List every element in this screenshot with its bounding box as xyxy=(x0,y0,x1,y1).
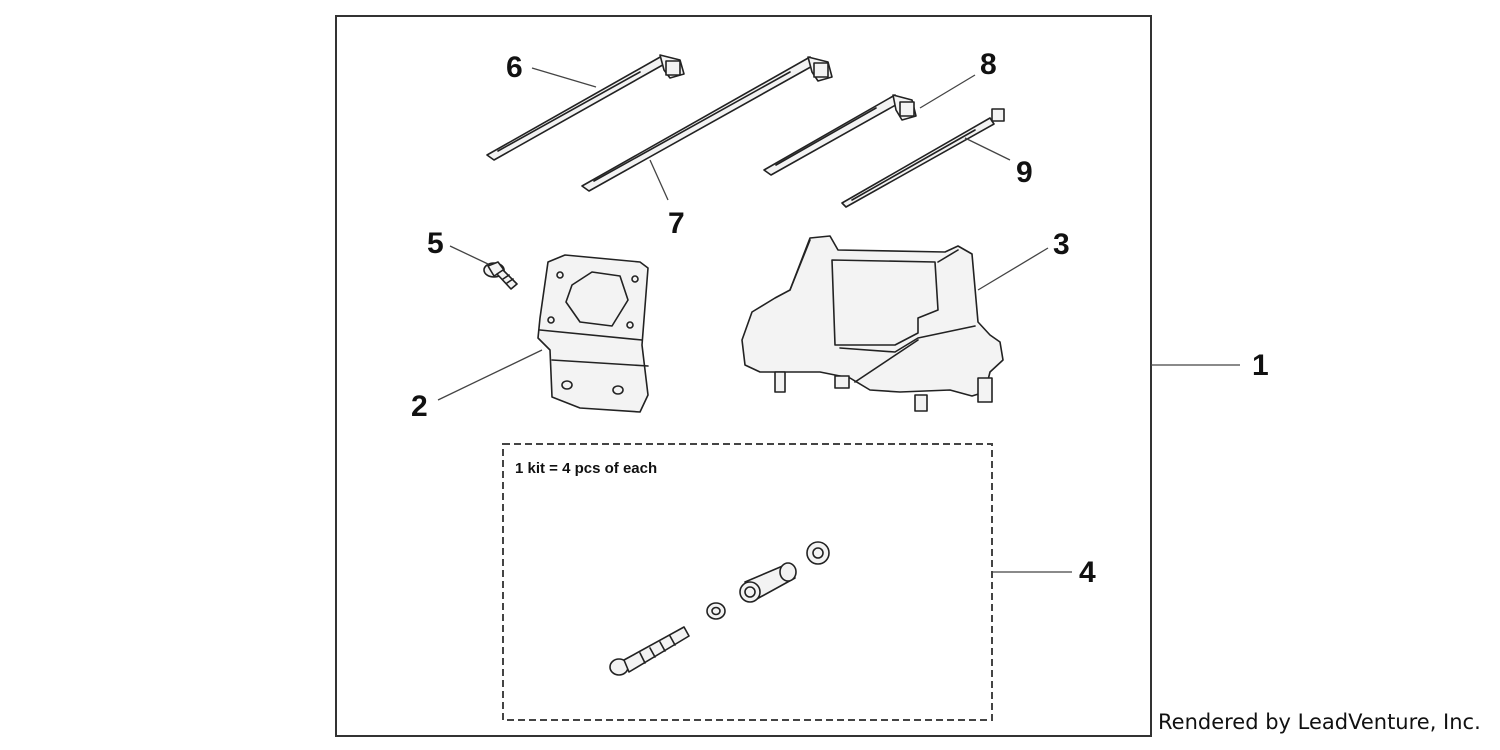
callout-1: 1 xyxy=(1252,349,1269,382)
render-credit: Rendered by LeadVenture, Inc. xyxy=(1158,710,1481,734)
leader-2 xyxy=(437,349,543,401)
leader-9 xyxy=(964,137,1011,161)
kit-grommet xyxy=(806,541,830,565)
kit-collar xyxy=(739,562,797,603)
kit-note: 1 kit = 4 pcs of each xyxy=(515,460,657,477)
callout-3: 3 xyxy=(1053,228,1070,261)
leader-8 xyxy=(919,74,976,109)
cable-tie-9 xyxy=(841,108,1005,208)
callout-2: 2 xyxy=(411,390,428,423)
tie-strap-8 xyxy=(763,94,917,176)
leader-3 xyxy=(977,247,1049,291)
assembly-frame xyxy=(335,15,1152,737)
leader-7 xyxy=(649,159,669,201)
holder-3 xyxy=(741,235,1004,412)
tie-strap-6 xyxy=(486,54,685,161)
kit-subframe xyxy=(502,443,993,721)
mounting-bracket-2 xyxy=(537,254,649,413)
leader-6 xyxy=(531,67,597,88)
callout-8: 8 xyxy=(980,48,997,81)
callout-4: 4 xyxy=(1079,556,1096,589)
tie-strap-7 xyxy=(581,56,833,192)
callout-9: 9 xyxy=(1016,156,1033,189)
callout-5: 5 xyxy=(427,227,444,260)
leader-5 xyxy=(449,245,489,265)
callout-6: 6 xyxy=(506,51,523,84)
flange-bolt-5 xyxy=(483,261,518,290)
kit-screw xyxy=(609,626,690,676)
kit-washer xyxy=(706,602,726,620)
callout-7: 7 xyxy=(668,207,685,240)
